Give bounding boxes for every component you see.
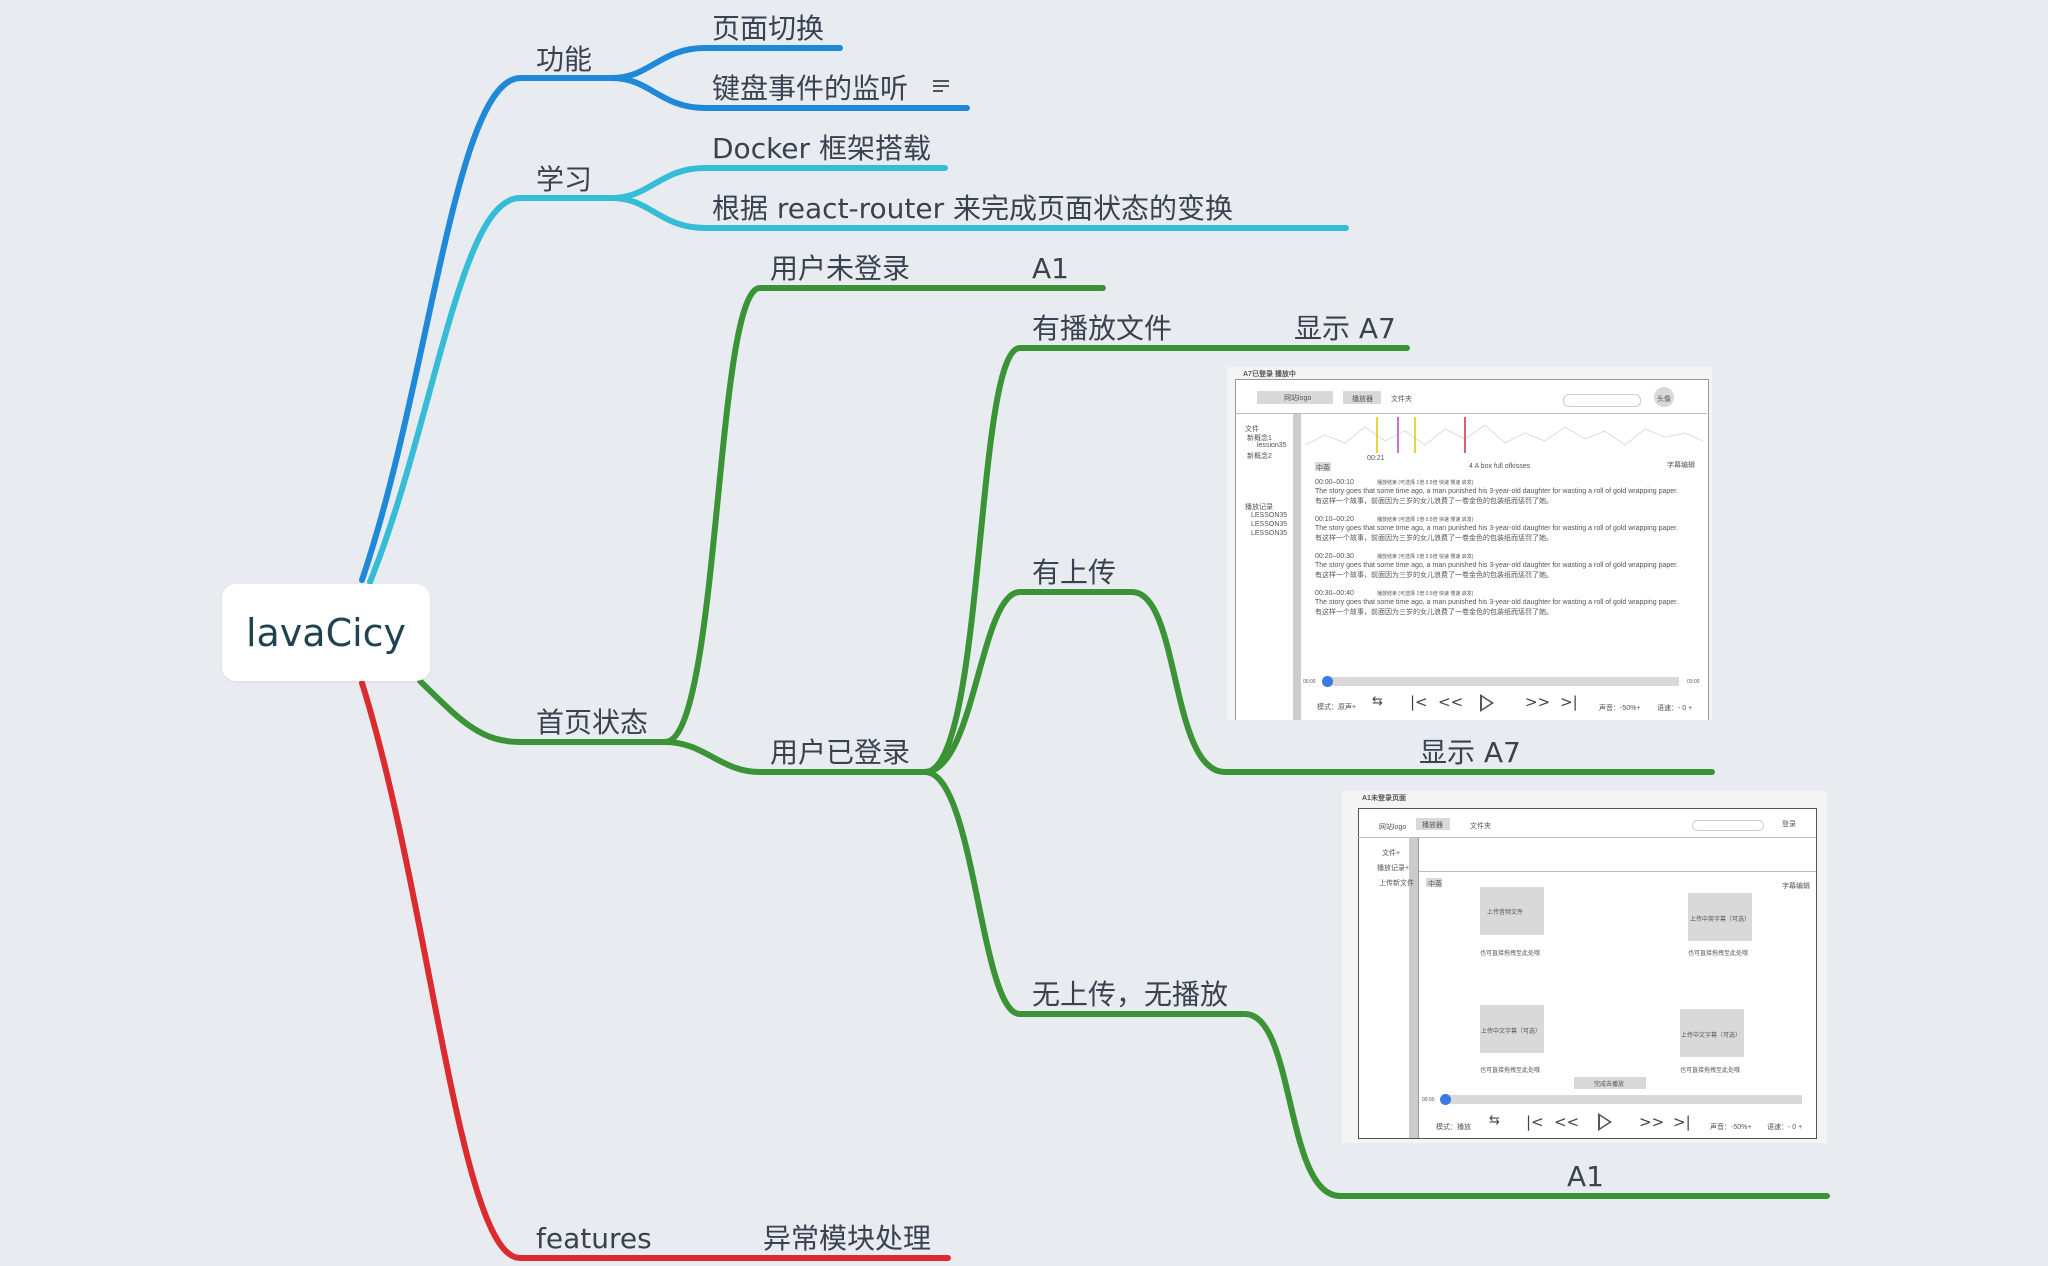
node-react-router[interactable]: 根据 react-router 来完成页面状态的变换 xyxy=(712,192,1234,225)
edge-study-router xyxy=(609,195,1349,231)
a1-screenshot[interactable]: A1未登录页面 网站logo 播放器 文件夹 登录 文件+ 播放记录+ 上传新文… xyxy=(1342,791,1827,1143)
a1-tab-player[interactable] xyxy=(1416,818,1450,830)
a1-upload-zh2[interactable] xyxy=(1680,1009,1744,1057)
node-show-a7-1[interactable]: 显示 A7 xyxy=(1294,312,1396,345)
edge-function-keyboard xyxy=(609,75,970,111)
edge-loggedin-upload xyxy=(922,589,1715,775)
edge-home-logged-out xyxy=(662,285,1106,745)
a1-logo: 网站logo xyxy=(1379,824,1407,831)
edge-loggedin-none xyxy=(922,769,1830,1199)
node-logged-out[interactable]: 用户未登录 xyxy=(770,252,911,285)
a1-login[interactable]: 登录 xyxy=(1782,821,1796,828)
root-node[interactable]: lavaCicy xyxy=(222,584,430,681)
node-exception-handling[interactable]: 异常模块处理 xyxy=(763,1222,932,1255)
node-none-a1[interactable]: A1 xyxy=(1567,1160,1604,1193)
edge-loggedin-playfile xyxy=(922,345,1410,775)
a7-progress-bar[interactable] xyxy=(1323,677,1679,686)
edge-root-study xyxy=(367,195,615,585)
edge-root-function xyxy=(359,75,615,583)
a7-logo xyxy=(1257,391,1333,404)
edge-root-features xyxy=(359,680,951,1261)
a7-screenshot[interactable]: A7已登录 播放中 网站logo 播放器 文件夹 头像 文件 新概念1 less… xyxy=(1227,367,1712,720)
a1-tab-folder[interactable]: 文件夹 xyxy=(1470,823,1491,830)
edge-home-logged-in xyxy=(662,739,928,775)
a1-rewind-icon[interactable]: << xyxy=(1554,1113,1580,1131)
a7-tab-player[interactable] xyxy=(1343,391,1381,404)
a7-subtitle-edit[interactable]: 字幕编辑 xyxy=(1667,462,1695,469)
a7-caption: A7已登录 播放中 xyxy=(1243,371,1296,378)
a7-waveform xyxy=(1305,417,1703,453)
a7-tab-folder[interactable]: 文件夹 xyxy=(1391,396,1412,403)
a1-side-files[interactable]: 文件+ xyxy=(1382,850,1401,857)
node-page-switch[interactable]: 页面切换 xyxy=(712,12,825,45)
node-docker[interactable]: Docker 框架搭载 xyxy=(712,132,931,165)
a1-forward-icon[interactable]: >> xyxy=(1639,1113,1665,1131)
a1-side-upload[interactable]: 上传新文件 xyxy=(1379,880,1414,887)
a7-loop-icon[interactable]: ⇆ xyxy=(1372,694,1383,709)
a7-play-icon[interactable] xyxy=(1480,694,1494,712)
a1-upload-en[interactable] xyxy=(1688,893,1752,941)
a1-search[interactable] xyxy=(1692,820,1764,831)
a7-last-icon[interactable]: >| xyxy=(1560,693,1578,711)
a1-subtitle-edit[interactable]: 字幕编辑 xyxy=(1782,883,1810,890)
a7-search[interactable] xyxy=(1563,394,1641,407)
note-icon[interactable] xyxy=(933,80,949,96)
node-show-a7-2[interactable]: 显示 A7 xyxy=(1419,736,1521,769)
a1-first-icon[interactable]: |< xyxy=(1526,1113,1544,1131)
node-has-play-file[interactable]: 有播放文件 xyxy=(1032,312,1173,345)
a1-done-button[interactable] xyxy=(1574,1077,1646,1089)
node-features[interactable]: features xyxy=(536,1222,652,1255)
a7-rewind-icon[interactable]: << xyxy=(1438,693,1464,711)
a1-side-history[interactable]: 播放记录+ xyxy=(1377,865,1410,872)
a1-progress-thumb[interactable] xyxy=(1440,1094,1451,1105)
a1-upload-audio[interactable] xyxy=(1480,887,1544,935)
node-logged-in[interactable]: 用户已登录 xyxy=(770,736,911,769)
node-home-state[interactable]: 首页状态 xyxy=(536,706,649,739)
node-no-upload-no-play[interactable]: 无上传，无播放 xyxy=(1032,978,1229,1011)
a1-progress-bar[interactable] xyxy=(1444,1095,1802,1104)
a1-loop-icon[interactable]: ⇆ xyxy=(1489,1113,1500,1128)
node-study[interactable]: 学习 xyxy=(536,163,593,196)
a1-last-icon[interactable]: >| xyxy=(1673,1113,1691,1131)
node-function[interactable]: 功能 xyxy=(536,43,593,76)
a7-forward-icon[interactable]: >> xyxy=(1525,693,1551,711)
a1-caption: A1未登录页面 xyxy=(1362,795,1406,802)
a1-play-icon[interactable] xyxy=(1598,1113,1612,1131)
a7-first-icon[interactable]: |< xyxy=(1410,693,1428,711)
node-keyboard-listen[interactable]: 键盘事件的监听 xyxy=(712,72,909,105)
node-has-upload[interactable]: 有上传 xyxy=(1032,556,1117,589)
node-logged-out-a1[interactable]: A1 xyxy=(1032,252,1069,285)
a7-avatar[interactable] xyxy=(1654,387,1674,407)
edge-root-home xyxy=(417,678,668,745)
a1-upload-zh1[interactable] xyxy=(1480,1005,1544,1053)
a7-progress-thumb[interactable] xyxy=(1322,676,1333,687)
